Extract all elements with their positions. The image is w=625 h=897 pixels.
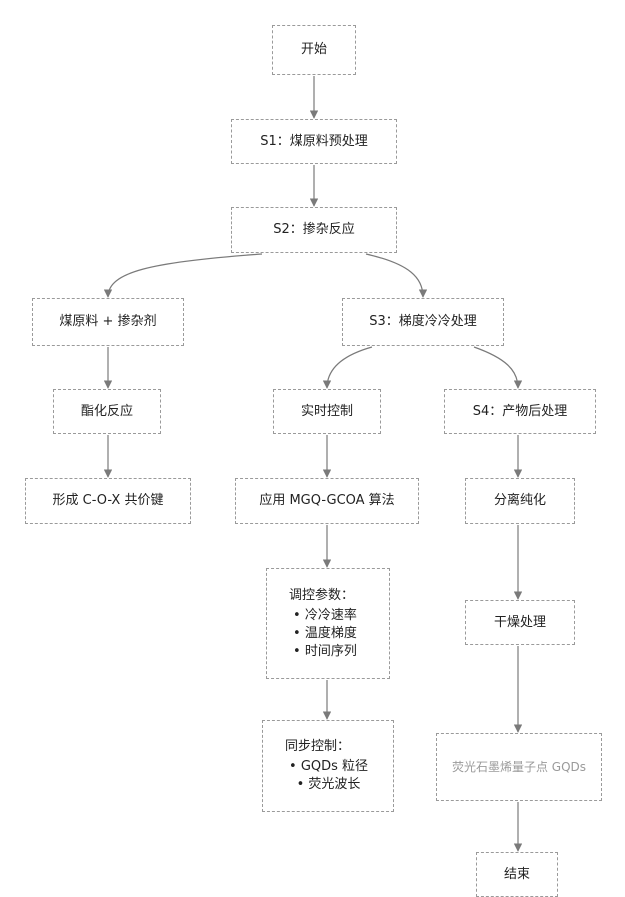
node-separation-label: 分离纯化	[494, 492, 546, 510]
list-item: 温度梯度	[289, 625, 357, 643]
node-drying: 干燥处理	[465, 600, 575, 645]
node-drying-label: 干燥处理	[494, 614, 546, 632]
node-s4-postprocess: S4：产物后处理	[444, 389, 596, 434]
node-start: 开始	[272, 25, 356, 75]
list-item: GQDs 粒径	[285, 758, 368, 776]
node-raw-material-label: 煤原料 + 掺杂剂	[59, 313, 156, 331]
node-sync-control-title: 同步控制：	[285, 738, 350, 756]
node-s1-label: S1：煤原料预处理	[260, 133, 368, 151]
node-parameters-list: 冷冷速率 温度梯度 时间序列	[289, 607, 357, 661]
edge-s2-s3	[366, 254, 423, 297]
node-raw-material: 煤原料 + 掺杂剂	[32, 298, 184, 346]
node-realtime-control-label: 实时控制	[301, 403, 353, 421]
list-item: 荧光波长	[285, 776, 368, 794]
node-end-label: 结束	[504, 866, 530, 884]
edge-s3-b1	[327, 347, 372, 388]
node-realtime-control: 实时控制	[273, 389, 381, 434]
node-s3-cooling: S3：梯度冷冷处理	[342, 298, 504, 346]
node-covalent-bond: 形成 C-O-X 共价键	[25, 478, 191, 524]
list-item: 冷冷速率	[289, 607, 357, 625]
node-sync-control-list: GQDs 粒径 荧光波长	[285, 758, 368, 794]
node-algorithm-label: 应用 MGQ-GCOA 算法	[259, 492, 394, 510]
node-parameters: 调控参数： 冷冷速率 温度梯度 时间序列	[266, 568, 390, 679]
node-end: 结束	[476, 852, 558, 897]
list-item: 时间序列	[289, 643, 357, 661]
edge-s2-a1	[108, 254, 262, 297]
node-algorithm: 应用 MGQ-GCOA 算法	[235, 478, 419, 524]
node-esterification: 酯化反应	[53, 389, 161, 434]
node-covalent-bond-label: 形成 C-O-X 共价键	[53, 492, 164, 510]
node-esterification-label: 酯化反应	[81, 403, 133, 421]
node-s4-label: S4：产物后处理	[473, 403, 568, 421]
node-s2-doping: S2：掺杂反应	[231, 207, 397, 253]
node-parameters-title: 调控参数：	[289, 587, 354, 605]
node-start-label: 开始	[301, 41, 327, 59]
node-sync-control: 同步控制： GQDs 粒径 荧光波长	[262, 720, 394, 812]
node-s1-preprocess: S1：煤原料预处理	[231, 119, 397, 164]
node-product-label: 荧光石墨烯量子点 GQDs	[452, 759, 586, 776]
node-product-gqds: 荧光石墨烯量子点 GQDs	[436, 733, 602, 801]
node-s3-label: S3：梯度冷冷处理	[369, 313, 477, 331]
edge-s3-c1	[474, 347, 518, 388]
node-separation: 分离纯化	[465, 478, 575, 524]
node-s2-label: S2：掺杂反应	[273, 221, 355, 239]
